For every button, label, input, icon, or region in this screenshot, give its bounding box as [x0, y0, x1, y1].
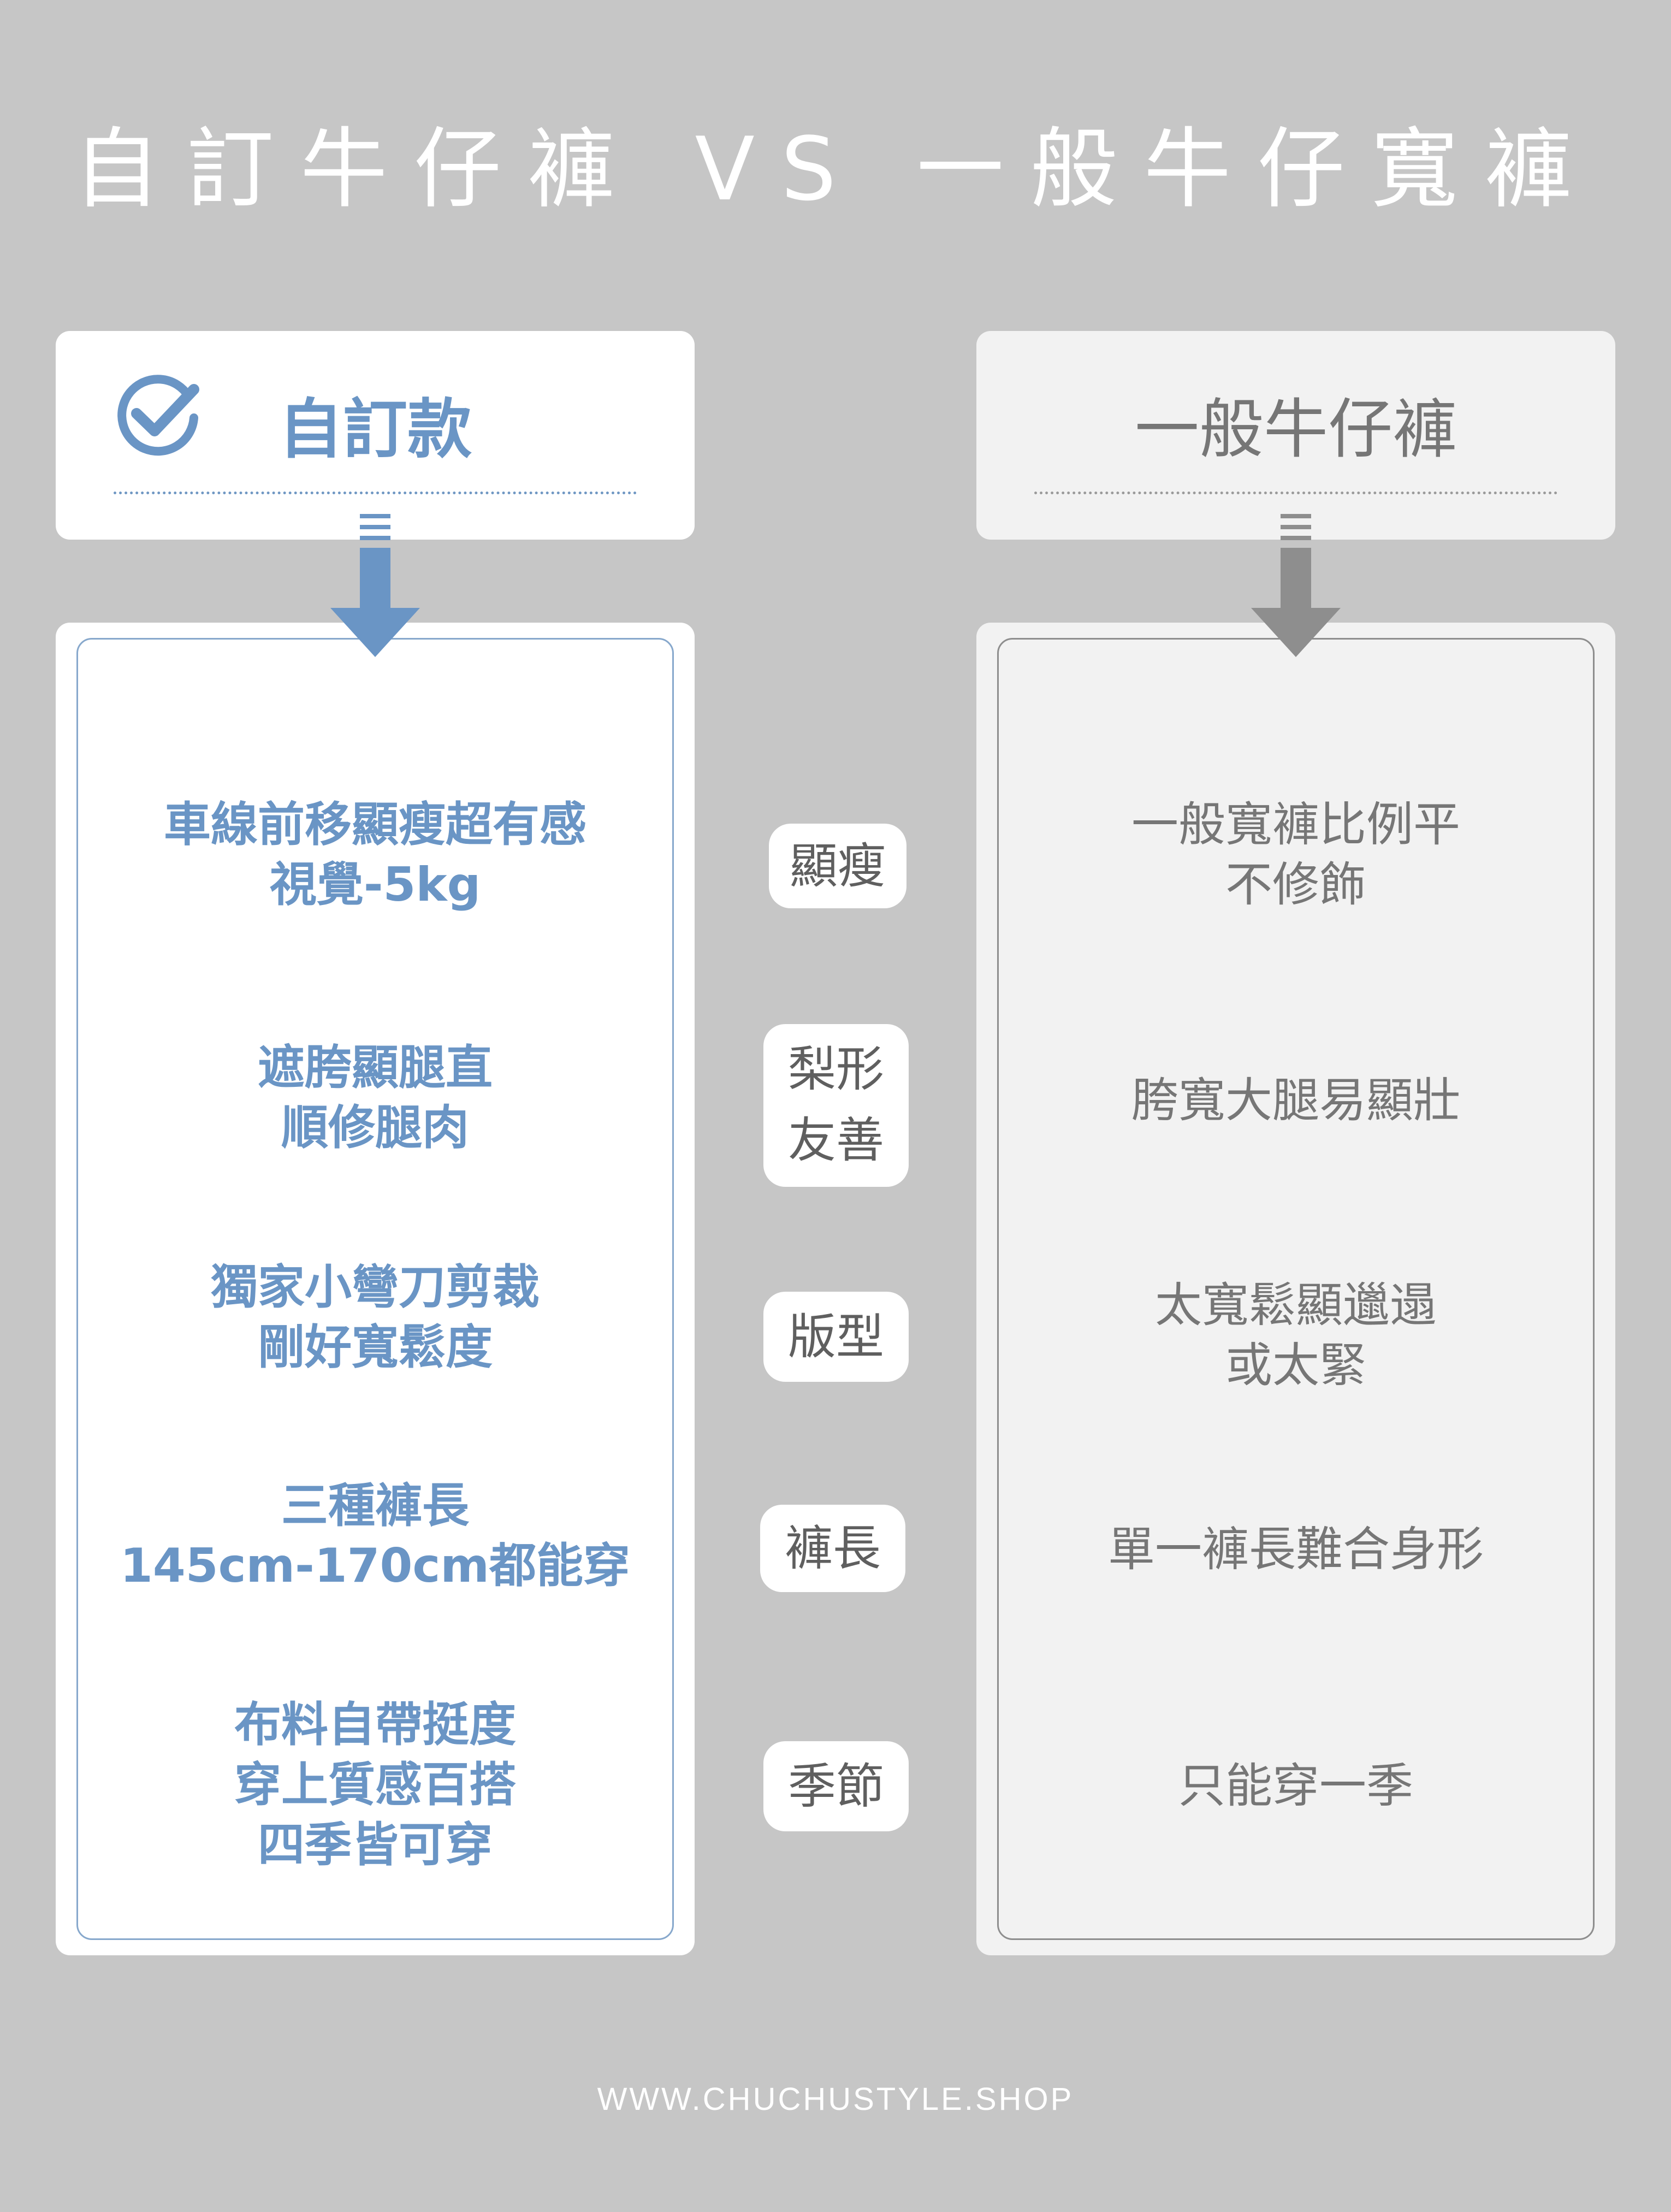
regular-header-card: [976, 331, 1615, 540]
feature-line: 布料自帶挺度: [234, 1698, 516, 1752]
tag-label: 褲長: [784, 1520, 881, 1576]
tag-label: 版型: [787, 1309, 884, 1365]
dotted-divider: [1034, 492, 1557, 494]
tag-slimming: 顯瘦: [769, 824, 906, 908]
custom-feature-season: 布料自帶挺度 穿上質感百搭 四季皆可穿: [56, 1695, 695, 1875]
regular-feature-length: 單一褲長難合身形: [976, 1519, 1615, 1580]
feature-line: 三種褲長: [281, 1478, 469, 1533]
tag-season: 季節: [763, 1741, 909, 1831]
feature-line: 視覺-5kg: [269, 857, 481, 912]
tag-label: 顯瘦: [789, 838, 886, 894]
custom-feature-cut: 獨家小彎刀剪裁 剛好寬鬆度: [56, 1257, 695, 1377]
tag-length: 褲長: [760, 1505, 905, 1592]
feature-line: 一般寬褲比例平: [1131, 797, 1460, 852]
tag-label: 梨形: [787, 1041, 884, 1097]
custom-header-card: [56, 331, 695, 540]
feature-line: 或太緊: [1225, 1338, 1366, 1393]
regular-feature-pear: 胯寬大腿易顯壯: [976, 1070, 1615, 1131]
feature-line: 單一褲長難合身形: [1108, 1522, 1484, 1577]
check-circle-icon: [117, 375, 199, 456]
regular-feature-season: 只能穿一季: [976, 1756, 1615, 1816]
website-footer: WWW.CHUCHUSTYLE.SHOP: [597, 2081, 1074, 2117]
feature-line: 車線前移顯瘦超有感: [164, 797, 586, 852]
feature-line: 穿上質感百搭: [234, 1758, 516, 1812]
arrow-down-icon: [1251, 514, 1341, 657]
feature-line: 太寬鬆顯邋遢: [1155, 1278, 1437, 1333]
dotted-divider: [114, 492, 637, 494]
regular-header-label: 一般牛仔褲: [1134, 392, 1457, 467]
feature-line: 不修飾: [1225, 857, 1366, 912]
custom-header-label: 自訂款: [278, 392, 472, 467]
regular-feature-slimming: 一般寬褲比例平 不修飾: [976, 795, 1615, 915]
tag-fit: 版型: [763, 1292, 909, 1382]
custom-feature-slimming: 車線前移顯瘦超有感 視覺-5kg: [56, 795, 695, 915]
feature-line: 剛好寬鬆度: [258, 1320, 493, 1375]
custom-panel: [56, 623, 695, 1955]
tag-label: 友善: [787, 1112, 884, 1168]
regular-feature-cut: 太寬鬆顯邋遢 或太緊: [976, 1275, 1615, 1395]
feature-line: 只能穿一季: [1178, 1759, 1413, 1813]
tag-pear-friendly: 梨形 友善: [763, 1024, 909, 1187]
feature-line: 獨家小彎刀剪裁: [211, 1260, 540, 1315]
regular-panel: [976, 623, 1615, 1955]
feature-line: 四季皆可穿: [258, 1818, 493, 1872]
feature-line: 胯寬大腿易顯壯: [1131, 1073, 1460, 1128]
page-title: 自訂牛仔褲 VS 一般牛仔寬褲: [73, 118, 1598, 220]
custom-feature-pear: 遮胯顯腿直 順修腿肉: [56, 1038, 695, 1158]
feature-line: 順修腿肉: [281, 1101, 469, 1155]
arrow-down-icon: [330, 514, 420, 657]
feature-line: 遮胯顯腿直: [258, 1040, 493, 1095]
feature-line: 145cm-170cm都能穿: [120, 1539, 630, 1593]
custom-feature-length: 三種褲長 145cm-170cm都能穿: [56, 1476, 695, 1596]
tag-label: 季節: [787, 1758, 884, 1814]
